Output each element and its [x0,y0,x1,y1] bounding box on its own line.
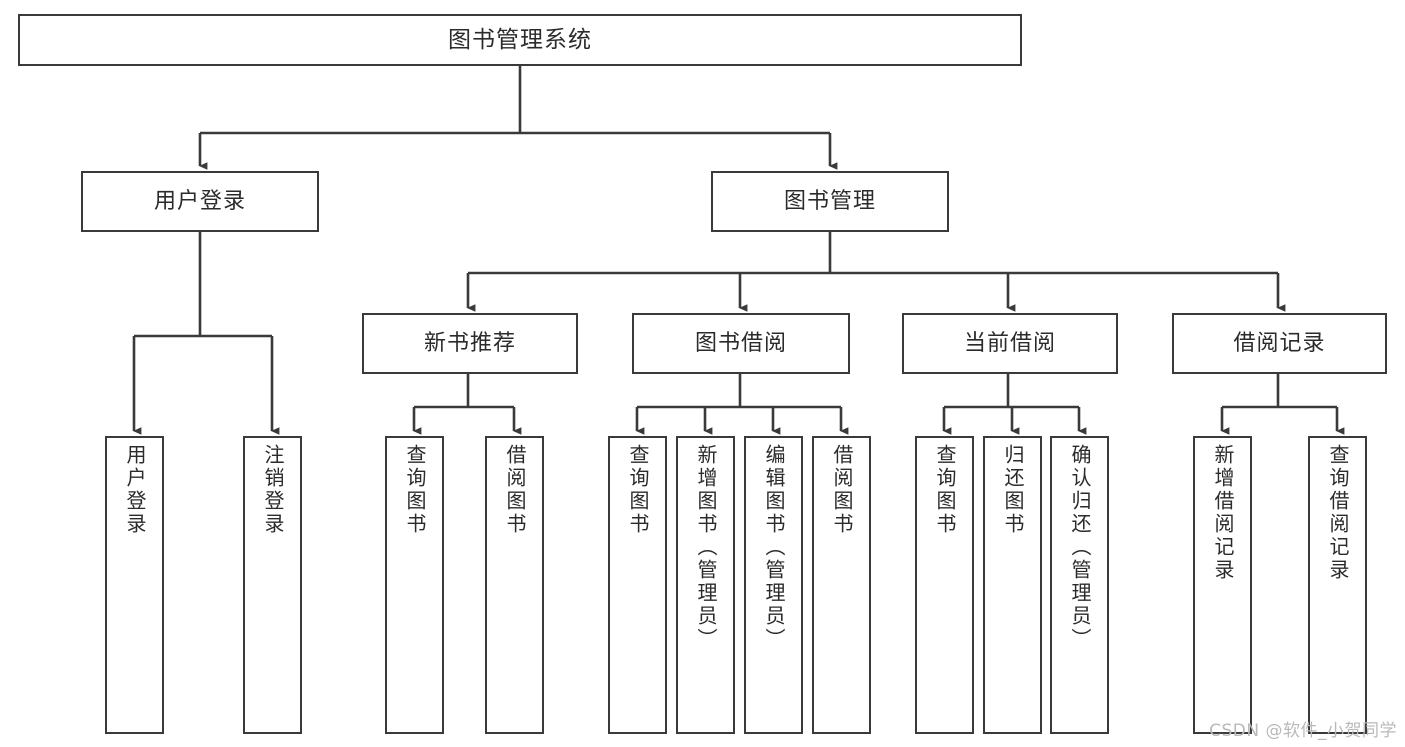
node-label: 查询借阅记录 [1326,444,1350,582]
node-label: 新书推荐 [423,330,516,356]
node-label: 用户登录 [123,444,147,536]
node-label: 新增图书（管理员） [694,444,718,651]
leaf-user-login[interactable]: 用户登录 [105,436,164,734]
node-label: 新增借阅记录 [1211,444,1235,582]
node-book-borrow[interactable]: 图书借阅 [632,313,850,374]
node-label: 图书借阅 [694,330,787,356]
node-label: 借阅图书 [503,444,527,536]
leaf-return-book[interactable]: 归还图书 [983,436,1042,734]
leaf-add-borrow-record[interactable]: 新增借阅记录 [1193,436,1252,734]
node-label: 借阅图书 [830,444,854,536]
node-label: 图书管理系统 [448,26,592,53]
node-book-management[interactable]: 图书管理 [711,171,949,232]
leaf-logout[interactable]: 注销登录 [243,436,302,734]
node-label: 注销登录 [261,444,285,536]
leaf-query-book-borrow[interactable]: 查询图书 [608,436,667,734]
watermark-text: CSDN @软件_小贺同学 [1209,721,1397,741]
leaf-borrow-book[interactable]: 借阅图书 [812,436,871,734]
node-root-system[interactable]: 图书管理系统 [18,14,1022,66]
node-label: 查询图书 [933,444,957,536]
leaf-query-borrow-record[interactable]: 查询借阅记录 [1308,436,1367,734]
leaf-query-book-recommend[interactable]: 查询图书 [385,436,444,734]
node-label: 确认归还（管理员） [1068,444,1092,651]
node-label: 用户登录 [153,188,246,214]
leaf-borrow-book-recommend[interactable]: 借阅图书 [485,436,544,734]
node-label: 查询图书 [626,444,650,536]
node-label: 归还图书 [1001,444,1025,536]
node-new-book-recommend[interactable]: 新书推荐 [362,313,578,374]
leaf-confirm-return-admin[interactable]: 确认归还（管理员） [1050,436,1109,734]
node-label: 借阅记录 [1233,330,1326,356]
node-label: 查询图书 [403,444,427,536]
node-user-login[interactable]: 用户登录 [81,171,319,232]
leaf-query-book-current[interactable]: 查询图书 [915,436,974,734]
node-label: 编辑图书（管理员） [762,444,786,651]
node-label: 当前借阅 [963,330,1056,356]
node-label: 图书管理 [783,188,876,214]
leaf-edit-book-admin[interactable]: 编辑图书（管理员） [744,436,803,734]
node-borrow-record[interactable]: 借阅记录 [1172,313,1387,374]
leaf-add-book-admin[interactable]: 新增图书（管理员） [676,436,735,734]
node-current-borrow[interactable]: 当前借阅 [902,313,1118,374]
